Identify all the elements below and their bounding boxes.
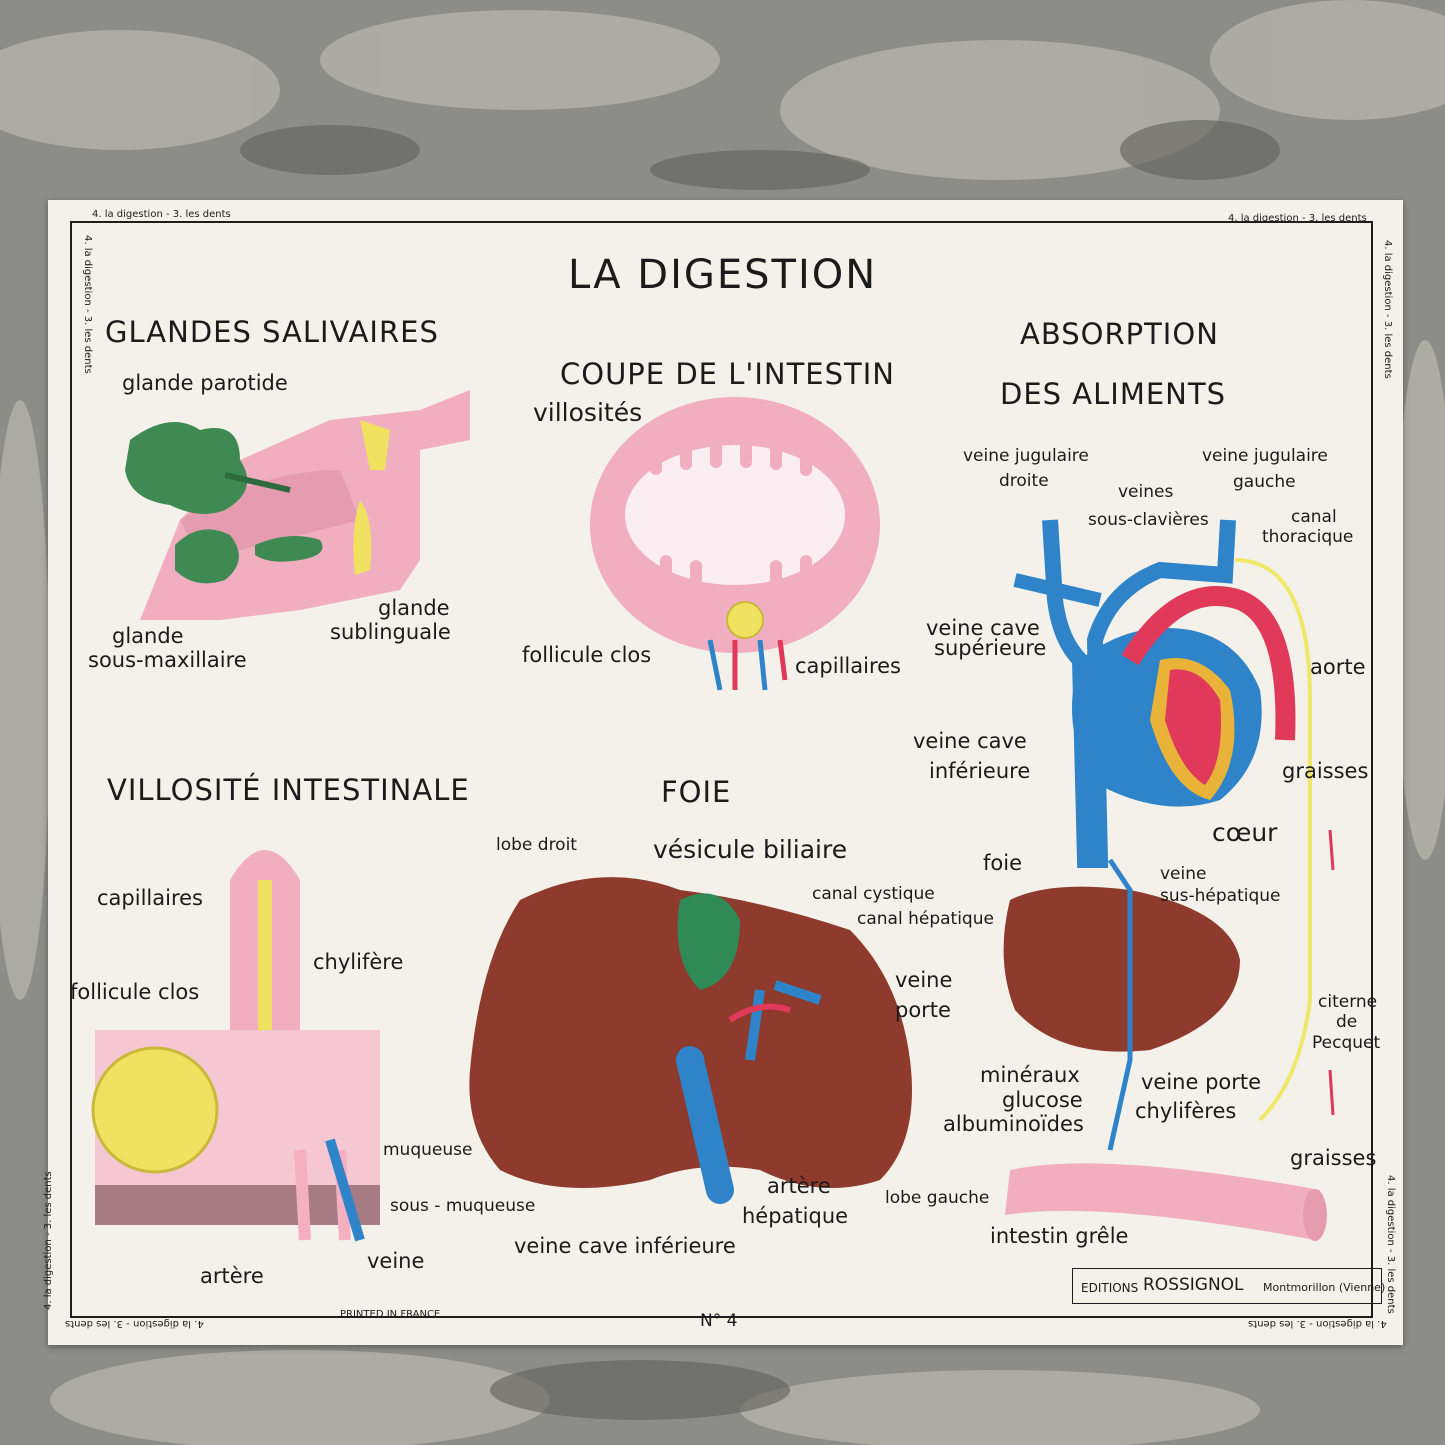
printed-in-france: PRINTED IN FRANCE [340, 1309, 441, 1320]
label-vcs-2: supérieure [934, 636, 1047, 660]
label-chylifere: chylifère [313, 950, 404, 974]
poster-title: LA DIGESTION [568, 252, 878, 298]
label-vesicule-biliaire: vésicule biliaire [653, 835, 848, 864]
salivary-title: GLANDES SALIVAIRES [105, 315, 439, 349]
label-canal-hepatique: canal hépatique [857, 909, 994, 929]
villus-title: VILLOSITÉ INTESTINALE [107, 773, 470, 807]
label-follicule-clos-section: follicule clos [522, 643, 652, 667]
label-canal-2: thoracique [1262, 527, 1354, 547]
label-sushep-2: sus-hépatique [1160, 886, 1281, 906]
margin-note-bottom-left: 4. la digestion - 3. les dents [65, 1318, 204, 1329]
margin-note-right-bottom: 4. la digestion - 3. les dents [1385, 1175, 1396, 1314]
label-vcs-1: veine cave [926, 616, 1040, 640]
label-canal-1: canal [1291, 507, 1337, 527]
absorption-title-1: ABSORPTION [1020, 317, 1219, 351]
label-veine-cave-inferieure-liver: veine cave inférieure [514, 1234, 736, 1258]
label-veine-porte-1: veine [895, 968, 953, 992]
label-citerne-1: citerne [1318, 992, 1378, 1012]
label-sous-clavieres-2: sous-clavières [1088, 510, 1209, 530]
label-sous-clavieres-1: veines [1118, 482, 1174, 502]
salivary-glands-illustration [125, 390, 470, 620]
label-veine-porte-2: porte [895, 998, 951, 1022]
publisher-box: EDITIONS ROSSIGNOL Montmorillon (Vienne) [1072, 1268, 1386, 1304]
label-aorte: aorte [1310, 655, 1366, 679]
label-mineraux: minéraux [980, 1063, 1080, 1087]
label-sous-muqueuse: sous - muqueuse [390, 1196, 536, 1216]
intestine-section-illustration [590, 397, 880, 691]
publisher-place: Montmorillon (Vienne) [1263, 1281, 1386, 1294]
label-canal-cystique: canal cystique [812, 884, 935, 904]
villus-illustration [91, 850, 380, 1242]
label-glucose: glucose [1002, 1088, 1083, 1112]
margin-note-left: 4. la digestion - 3. les dents [82, 235, 93, 374]
label-citerne-3: Pecquet [1312, 1033, 1381, 1053]
label-intestin-grele: intestin grêle [990, 1224, 1129, 1248]
label-vci-2: inférieure [929, 759, 1031, 783]
label-follicule-clos-villus: follicule clos [70, 980, 200, 1004]
label-jugulaire-gauche-2: gauche [1233, 472, 1296, 492]
label-lobe-droit: lobe droit [496, 835, 577, 855]
poster-number: N° 4 [700, 1311, 738, 1331]
label-veine-villus: veine [367, 1249, 425, 1273]
label-jugulaire-droite-1: veine jugulaire [963, 446, 1089, 466]
label-artere-hepatique-1: artère [767, 1174, 831, 1198]
margin-note-left-bottom: 4. la digestion - 3. les dents [43, 1171, 54, 1310]
label-artere-hepatique-2: hépatique [742, 1204, 849, 1228]
label-citerne-2: de [1336, 1012, 1358, 1032]
label-sushep-1: veine [1160, 864, 1207, 884]
intestine-section-title: COUPE DE L'INTESTIN [560, 357, 895, 391]
absorption-title-2: DES ALIMENTS [1000, 377, 1226, 411]
label-veine-porte-absorption: veine porte [1141, 1070, 1262, 1094]
margin-note-top-right: 4. la digestion - 3. les dents [1228, 213, 1367, 224]
liver-title: FOIE [661, 775, 732, 809]
label-lobe-gauche: lobe gauche [885, 1188, 990, 1208]
label-graisses-bottom: graisses [1290, 1146, 1377, 1170]
label-albuminoides: albuminoïdes [943, 1112, 1084, 1136]
poster-frame [70, 221, 1373, 1318]
label-artere-villus: artère [200, 1264, 264, 1288]
label-coeur: cœur [1212, 818, 1278, 847]
absorption-illustration [1003, 519, 1335, 1241]
label-sublinguale-1: glande [378, 596, 450, 620]
label-graisses-top: graisses [1282, 759, 1369, 783]
liver-illustration [469, 877, 912, 1204]
label-glande-parotide: glande parotide [122, 371, 288, 395]
publisher-name: ROSSIGNOL [1143, 1275, 1244, 1295]
label-villosites: villosités [533, 398, 643, 427]
margin-note-bottom-right: 4. la digestion - 3. les dents [1248, 1318, 1387, 1329]
label-jugulaire-droite-2: droite [999, 471, 1049, 491]
label-capillaires-section: capillaires [795, 654, 901, 678]
margin-note-top-left: 4. la digestion - 3. les dents [92, 209, 231, 220]
label-capillaires-villus: capillaires [97, 886, 203, 910]
label-sousmax-1: glande [112, 624, 184, 648]
label-foie-absorption: foie [983, 851, 1022, 875]
label-vci-1: veine cave [913, 729, 1027, 753]
label-sublinguale-2: sublinguale [330, 620, 451, 644]
label-sousmax-2: sous-maxillaire [88, 648, 247, 672]
label-muqueuse: muqueuse [383, 1140, 473, 1160]
label-jugulaire-gauche-1: veine jugulaire [1202, 446, 1328, 466]
label-chyliferes: chylifères [1135, 1099, 1237, 1123]
publisher-prefix: EDITIONS [1081, 1281, 1139, 1295]
margin-note-right: 4. la digestion - 3. les dents [1382, 240, 1393, 379]
